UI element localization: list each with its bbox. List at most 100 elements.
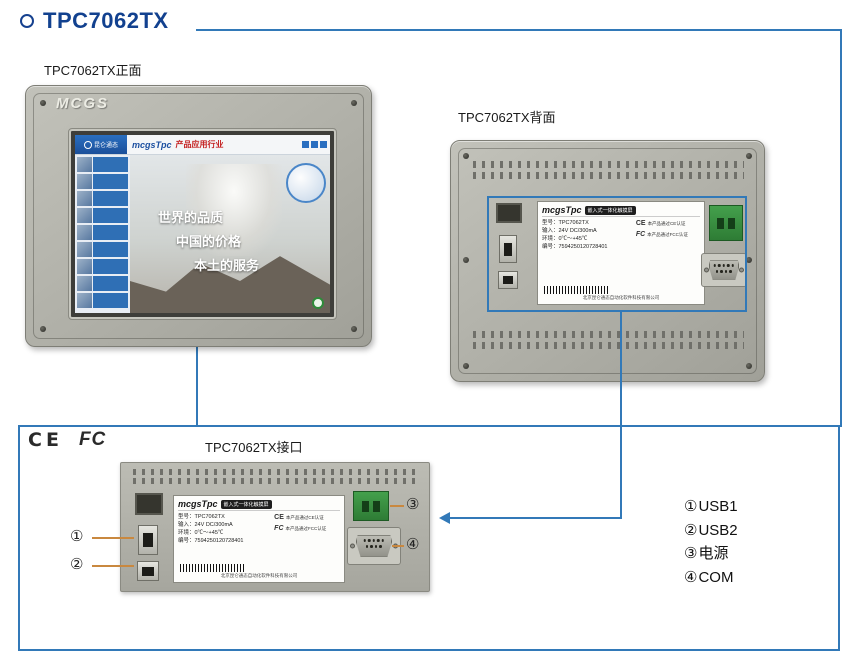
legend-item-power: ③ 电源 bbox=[684, 542, 738, 566]
slogan-line: 本土的服务 bbox=[194, 258, 260, 273]
power-terminal bbox=[709, 205, 743, 241]
vent-slots bbox=[473, 331, 744, 349]
screw-icon bbox=[746, 363, 752, 369]
interface-view-caption: TPC7062TX接口 bbox=[205, 440, 303, 455]
kunlun-logo-text: 昆仑通态 bbox=[93, 143, 118, 149]
screen-menu-item bbox=[77, 259, 128, 274]
ce-note: 本产品通过CE认证 bbox=[285, 514, 324, 520]
expansion-port bbox=[135, 493, 163, 515]
interface-view-image: mcgsTpc 嵌入式一体化触摸屏 型号：TPC7062TX 输入：24V DC… bbox=[120, 462, 430, 592]
fcc-note: 本产品通过FCC认证 bbox=[285, 525, 327, 531]
db9-nut-icon bbox=[704, 267, 709, 273]
label-input: 输入：24V DC/300mA bbox=[542, 228, 597, 234]
screen-menu-item bbox=[77, 174, 128, 189]
legend-label: 电源 bbox=[698, 545, 729, 562]
logo-swirl-icon bbox=[83, 140, 92, 149]
label-serial: 编号：7594250120728401 bbox=[542, 244, 608, 250]
legend-label: COM bbox=[698, 568, 734, 586]
usb1-port bbox=[499, 235, 517, 263]
screen-menu-item bbox=[77, 157, 128, 172]
screw-icon bbox=[40, 326, 46, 332]
legend-item-com: ④ COM bbox=[684, 566, 738, 590]
front-view-caption: TPC7062TX正面 bbox=[44, 63, 142, 78]
screen-menu-item bbox=[77, 191, 128, 206]
callout-4-line bbox=[392, 545, 404, 547]
ce-mark-small: CE bbox=[635, 220, 646, 227]
vent-slots bbox=[473, 161, 744, 179]
ce-mark: CE bbox=[28, 429, 63, 451]
certification-marks: CE FC bbox=[28, 429, 106, 451]
ce-mark-small: CE bbox=[274, 514, 284, 521]
screen-photo: 世界的品质 中国的价格 本土的服务 bbox=[130, 155, 330, 313]
bullet-circle-icon bbox=[20, 14, 34, 28]
usb2-port bbox=[137, 561, 159, 581]
page-title: TPC7062TX bbox=[43, 8, 169, 33]
screen-menu-item bbox=[77, 293, 128, 308]
slogan-line: 世界的品质 bbox=[158, 210, 224, 225]
callout-2-line bbox=[92, 565, 134, 567]
label-brand: mcgsTpc bbox=[178, 499, 218, 509]
legend-num: ② bbox=[684, 521, 698, 539]
screw-icon bbox=[351, 100, 357, 106]
com-port bbox=[701, 253, 747, 287]
connector-arrow-line bbox=[450, 517, 622, 519]
legend-num: ① bbox=[684, 498, 698, 515]
label-model: 型号：TPC7062TX bbox=[542, 220, 589, 226]
label-company: 北京昆仑通态自动化软件科技有限公司 bbox=[582, 295, 660, 300]
screen-menu-item bbox=[77, 208, 128, 223]
legend-item-usb1: ① USB1 bbox=[684, 495, 738, 519]
connector-right-line bbox=[840, 29, 842, 427]
fcc-mark: FC bbox=[78, 429, 107, 450]
fcc-mark-small: FC bbox=[274, 525, 284, 532]
device-label: mcgsTpc 嵌入式一体化触摸屏 型号：TPC7062TX 输入：24V DC… bbox=[173, 495, 345, 583]
usb1-port bbox=[138, 525, 158, 555]
power-terminal bbox=[353, 491, 389, 521]
label-brand: mcgsTpc bbox=[542, 205, 582, 215]
screen-body: 世界的品质 中国的价格 本土的服务 bbox=[75, 155, 330, 313]
label-env: 环境：0℃～+45℃ bbox=[542, 236, 588, 242]
fcc-mark-small: FC bbox=[635, 231, 646, 238]
screw-icon bbox=[463, 363, 469, 369]
screen-header-bar: 昆仑通态 mcgsTpc 产品应用行业 bbox=[75, 135, 330, 155]
callout-1: ① bbox=[70, 528, 84, 545]
screen-menu bbox=[75, 155, 130, 313]
label-serial: 编号：7594250120728401 bbox=[178, 538, 244, 544]
mcgs-logo: MCGS bbox=[56, 95, 109, 112]
globe-graphic bbox=[286, 163, 326, 203]
front-view-image: MCGS 昆仑通态 mcgsTpc 产品应用行业 bbox=[25, 85, 372, 347]
nav-squares-icon bbox=[302, 135, 330, 154]
label-model: 型号：TPC7062TX bbox=[178, 514, 225, 520]
screw-icon bbox=[40, 100, 46, 106]
db9-nut-icon bbox=[350, 543, 355, 549]
callout-3: ③ bbox=[406, 496, 420, 513]
kunlun-logo: 昆仑通态 bbox=[75, 135, 127, 154]
screw-icon bbox=[463, 257, 469, 263]
interface-section-box bbox=[18, 425, 840, 651]
callout-4: ④ bbox=[406, 536, 420, 553]
callout-3-line bbox=[390, 505, 404, 507]
screen-industry-text: 产品应用行业 bbox=[175, 140, 224, 149]
fcc-note: 本产品通过FCC认证 bbox=[647, 231, 688, 237]
vent-slots bbox=[133, 469, 419, 484]
screw-icon bbox=[351, 326, 357, 332]
device-label: mcgsTpc 嵌入式一体化触摸屏 型号：TPC7062TX 输入：24V DC… bbox=[537, 201, 705, 305]
legend: ① USB1 ② USB2 ③ 电源 ④ COM bbox=[684, 495, 738, 589]
screen-menu-item bbox=[77, 225, 128, 240]
label-env: 环境：0℃～+45℃ bbox=[178, 530, 224, 536]
label-badge: 嵌入式一体化触摸屏 bbox=[220, 499, 272, 509]
barcode bbox=[180, 564, 244, 572]
screen-content: 昆仑通态 mcgsTpc 产品应用行业 bbox=[75, 135, 330, 313]
smoke-graphic bbox=[186, 164, 282, 257]
screen-menu-item bbox=[77, 276, 128, 291]
screw-icon bbox=[463, 153, 469, 159]
screen-bezel: 昆仑通态 mcgsTpc 产品应用行业 bbox=[68, 128, 337, 320]
legend-item-usb2: ② USB2 bbox=[684, 519, 738, 543]
ce-note: 本产品通过CE认证 bbox=[647, 220, 686, 226]
screw-icon bbox=[746, 153, 752, 159]
connector-top-line bbox=[196, 29, 842, 31]
label-badge: 嵌入式一体化触摸屏 bbox=[584, 205, 636, 215]
page-header: TPC7062TX bbox=[20, 8, 169, 34]
screw-icon bbox=[746, 257, 752, 263]
highlight-rect bbox=[487, 196, 747, 312]
